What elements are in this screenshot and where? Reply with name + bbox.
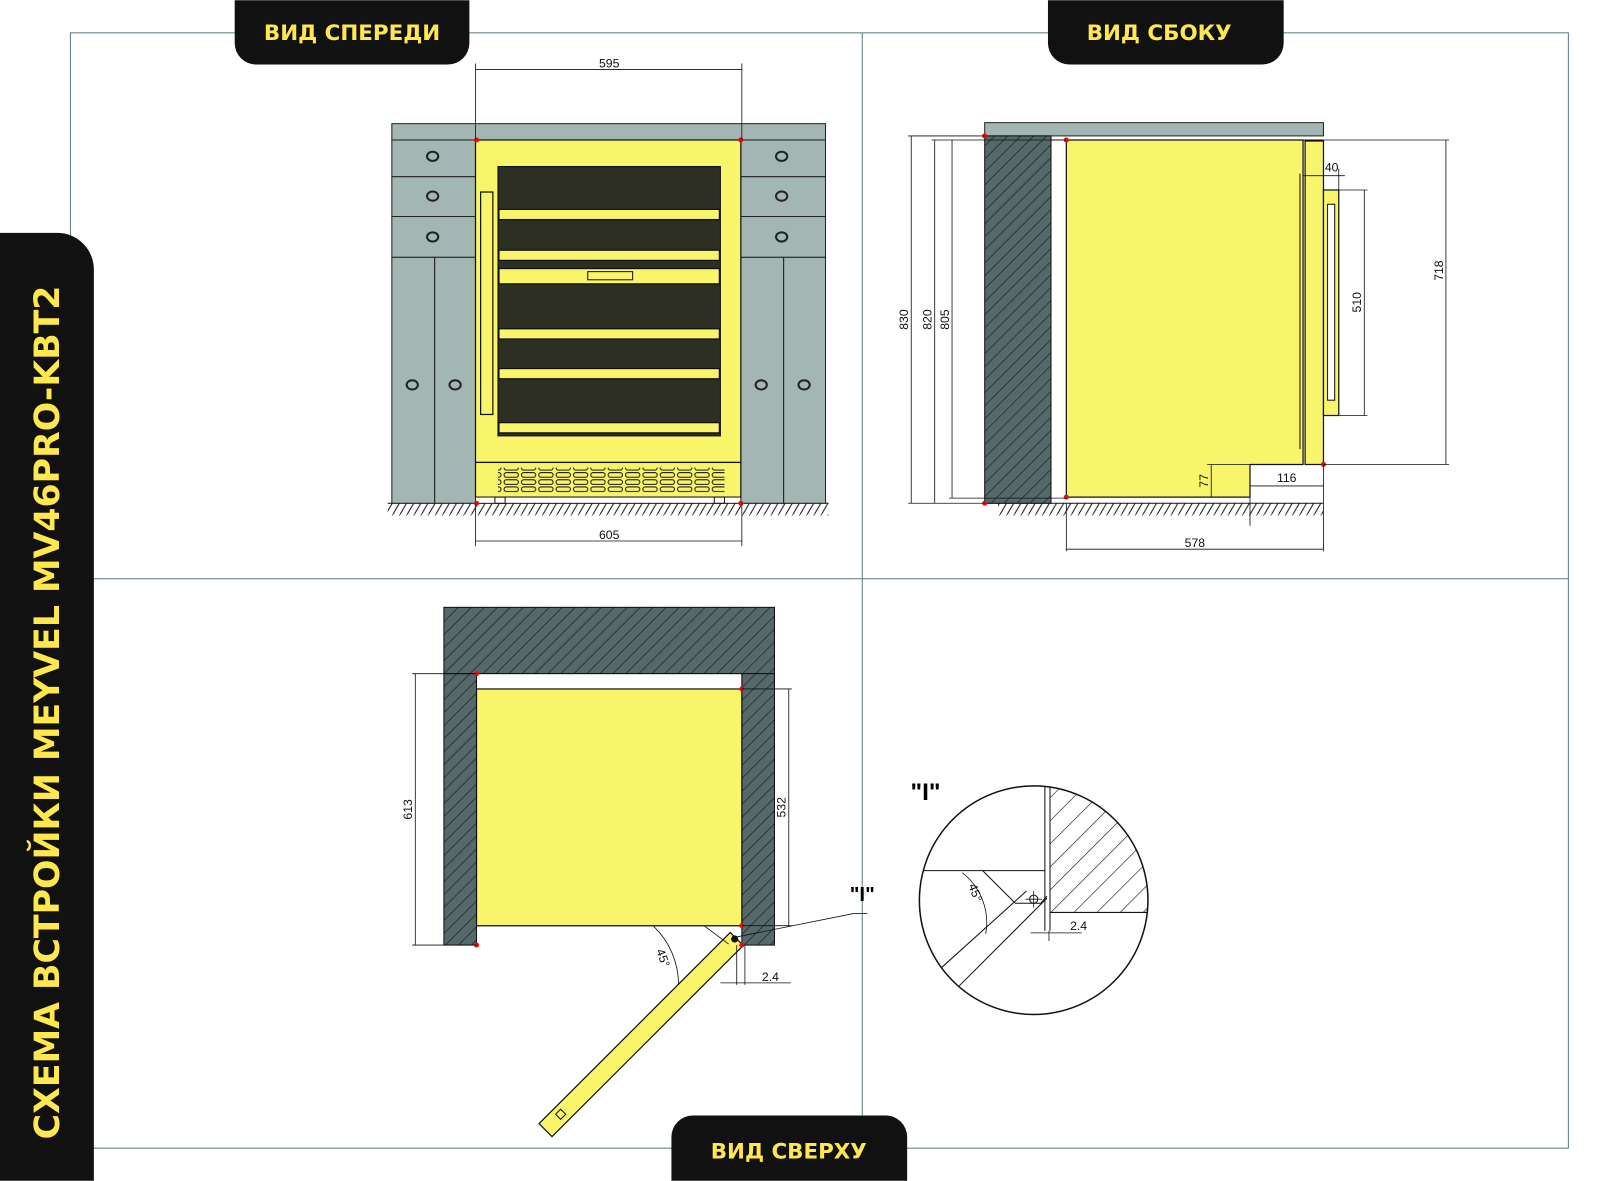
dim-40: 40	[1325, 161, 1339, 175]
right-cabinet	[740, 139, 827, 504]
wine-cooler-top	[475, 688, 743, 927]
detail-i: 45° 2.4 "I"	[911, 779, 1149, 1016]
dim-510: 510	[1350, 292, 1364, 313]
title-bar: СХЕМА ВСТРОЙКИ MEYVEL MV46PRO-KBT2	[0, 232, 94, 1181]
front-view-label: ВИД СПЕРЕДИ	[264, 21, 440, 46]
detail-dim-2-4: 2.4	[1070, 919, 1087, 933]
dim-77: 77	[1197, 474, 1211, 488]
dim-830: 830	[897, 309, 911, 330]
front-view: 595 605	[387, 57, 829, 547]
wine-cooler-front	[474, 139, 742, 504]
tab-front-view: ВИД СПЕРЕДИ	[234, 0, 470, 65]
tab-side-view: ВИД СБОКУ	[1047, 0, 1284, 65]
door-handle	[480, 191, 494, 416]
detail-ref-label: "I"	[850, 884, 875, 906]
detail-angle-45: 45°	[965, 882, 985, 904]
dim-116: 116	[1277, 471, 1297, 485]
side-view-label: ВИД СБОКУ	[1087, 21, 1232, 46]
open-door	[538, 931, 745, 1138]
dim-605: 605	[599, 528, 620, 542]
dimension-width-top: 595	[475, 57, 743, 140]
wine-cooler-side	[1065, 139, 1304, 498]
wall-section	[984, 135, 1052, 504]
left-cabinet	[391, 139, 477, 504]
dim-820: 820	[921, 309, 935, 330]
angle-45: 45°	[653, 947, 673, 969]
dim-578: 578	[1185, 536, 1206, 550]
tab-top-view: ВИД СВЕРХУ	[671, 1115, 908, 1181]
top-view-label: ВИД СВЕРХУ	[711, 1139, 867, 1164]
side-view: 830 820 805 718 510 40 116 77 578	[897, 122, 1449, 552]
top-view: 613 532 45° 2.4 "I"	[401, 606, 875, 1138]
dim-805: 805	[938, 309, 952, 330]
page-title: СХЕМА ВСТРОЙКИ MEYVEL MV46PRO-KBT2	[26, 286, 68, 1140]
dim-2-4: 2.4	[762, 970, 779, 984]
dim-718: 718	[1432, 260, 1446, 281]
dim-595: 595	[599, 57, 620, 71]
dimension-width-bottom: 605	[475, 503, 743, 547]
dim-532: 532	[775, 797, 789, 818]
dim-613: 613	[401, 799, 415, 820]
detail-label: "I"	[911, 779, 941, 806]
